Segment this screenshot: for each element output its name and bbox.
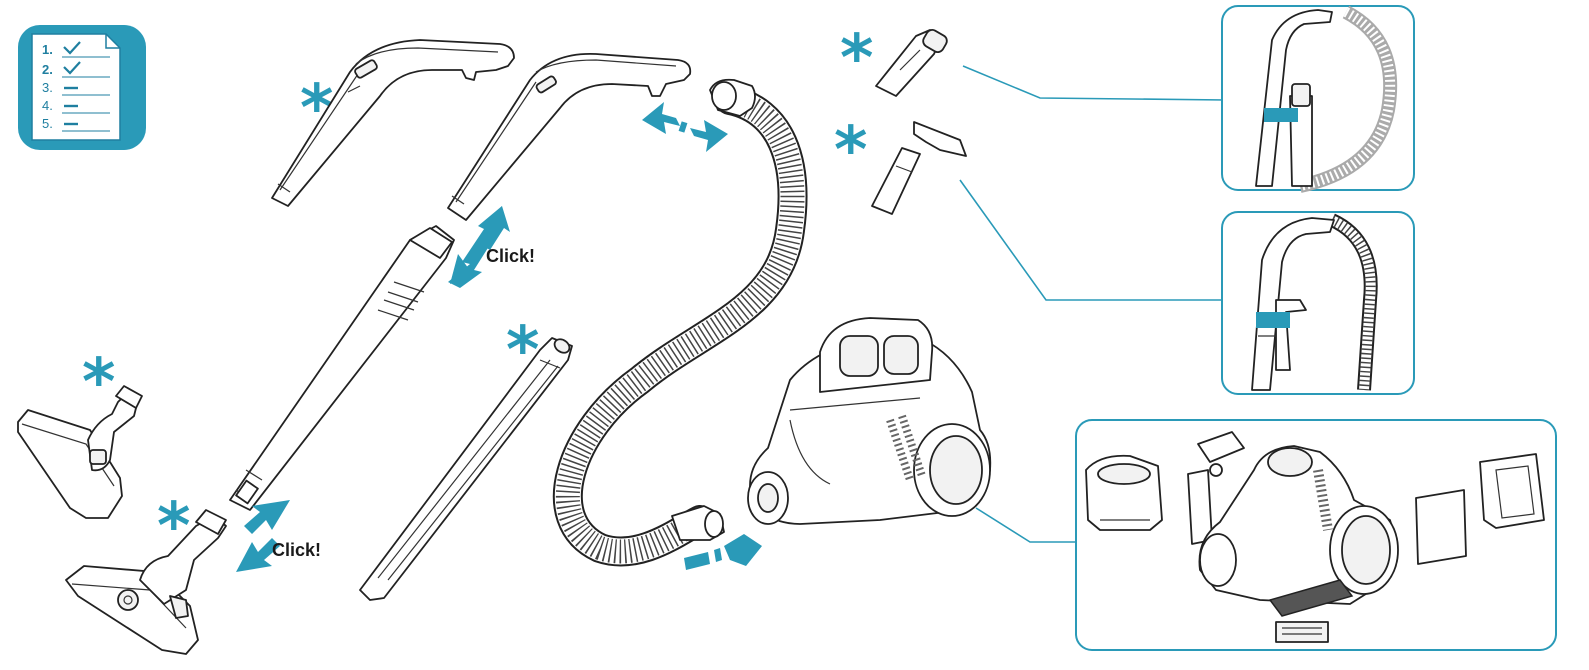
checklist-number-3: 3. (42, 80, 53, 95)
vent-pattern (886, 414, 926, 482)
hose (552, 78, 808, 567)
connector-line (959, 179, 1224, 301)
checklist-row-4: 4. (42, 98, 110, 114)
optional-asterisk: * (834, 114, 867, 188)
connector-line (975, 507, 1078, 543)
vacuum-body (747, 317, 992, 525)
checklist-number-1: 1. (42, 42, 53, 57)
checkmark-icon (63, 61, 81, 75)
floor-nozzle (65, 509, 227, 655)
checklist-row-1: 1. (42, 41, 110, 58)
checklist-icon: 1. 2. 3. 4. 5. (18, 25, 146, 150)
connect-arrow-handle (642, 102, 728, 152)
exhaust-filter (1268, 579, 1354, 643)
click-arrow-lower: Click! (236, 500, 321, 572)
checklist-row-5: 5. (42, 116, 110, 132)
click-arrow-upper: Click! (448, 206, 535, 288)
storage-panel-brush (1221, 5, 1415, 193)
dust-container (1085, 454, 1163, 531)
click-label-lower: Click! (272, 540, 321, 560)
dusting-brush-optional (875, 29, 948, 97)
handle-optional (271, 39, 515, 207)
connector-line (962, 65, 1227, 101)
storage-panel-crevice (1221, 211, 1415, 395)
filter-frame (1479, 453, 1545, 529)
handle (447, 53, 692, 221)
checklist-row-2: 2. (42, 61, 110, 78)
optional-asterisk: * (840, 22, 873, 96)
checklist-row-3: 3. (42, 80, 110, 96)
floor-nozzle-optional (17, 385, 143, 519)
checkmark-icon (63, 41, 81, 55)
unit-open (1198, 445, 1399, 605)
optional-asterisk: * (82, 346, 115, 420)
extension-tube (359, 337, 573, 601)
checklist-number-2: 2. (42, 62, 53, 77)
upholstery-nozzle-optional (871, 121, 967, 215)
telescopic-tube (229, 225, 455, 511)
checklist-number-4: 4. (42, 98, 53, 113)
components-panel (1075, 419, 1557, 651)
click-label-upper: Click! (486, 246, 535, 266)
connect-arrow-body (684, 534, 762, 570)
motor-filter (1415, 489, 1467, 565)
checklist-number-5: 5. (42, 116, 53, 131)
